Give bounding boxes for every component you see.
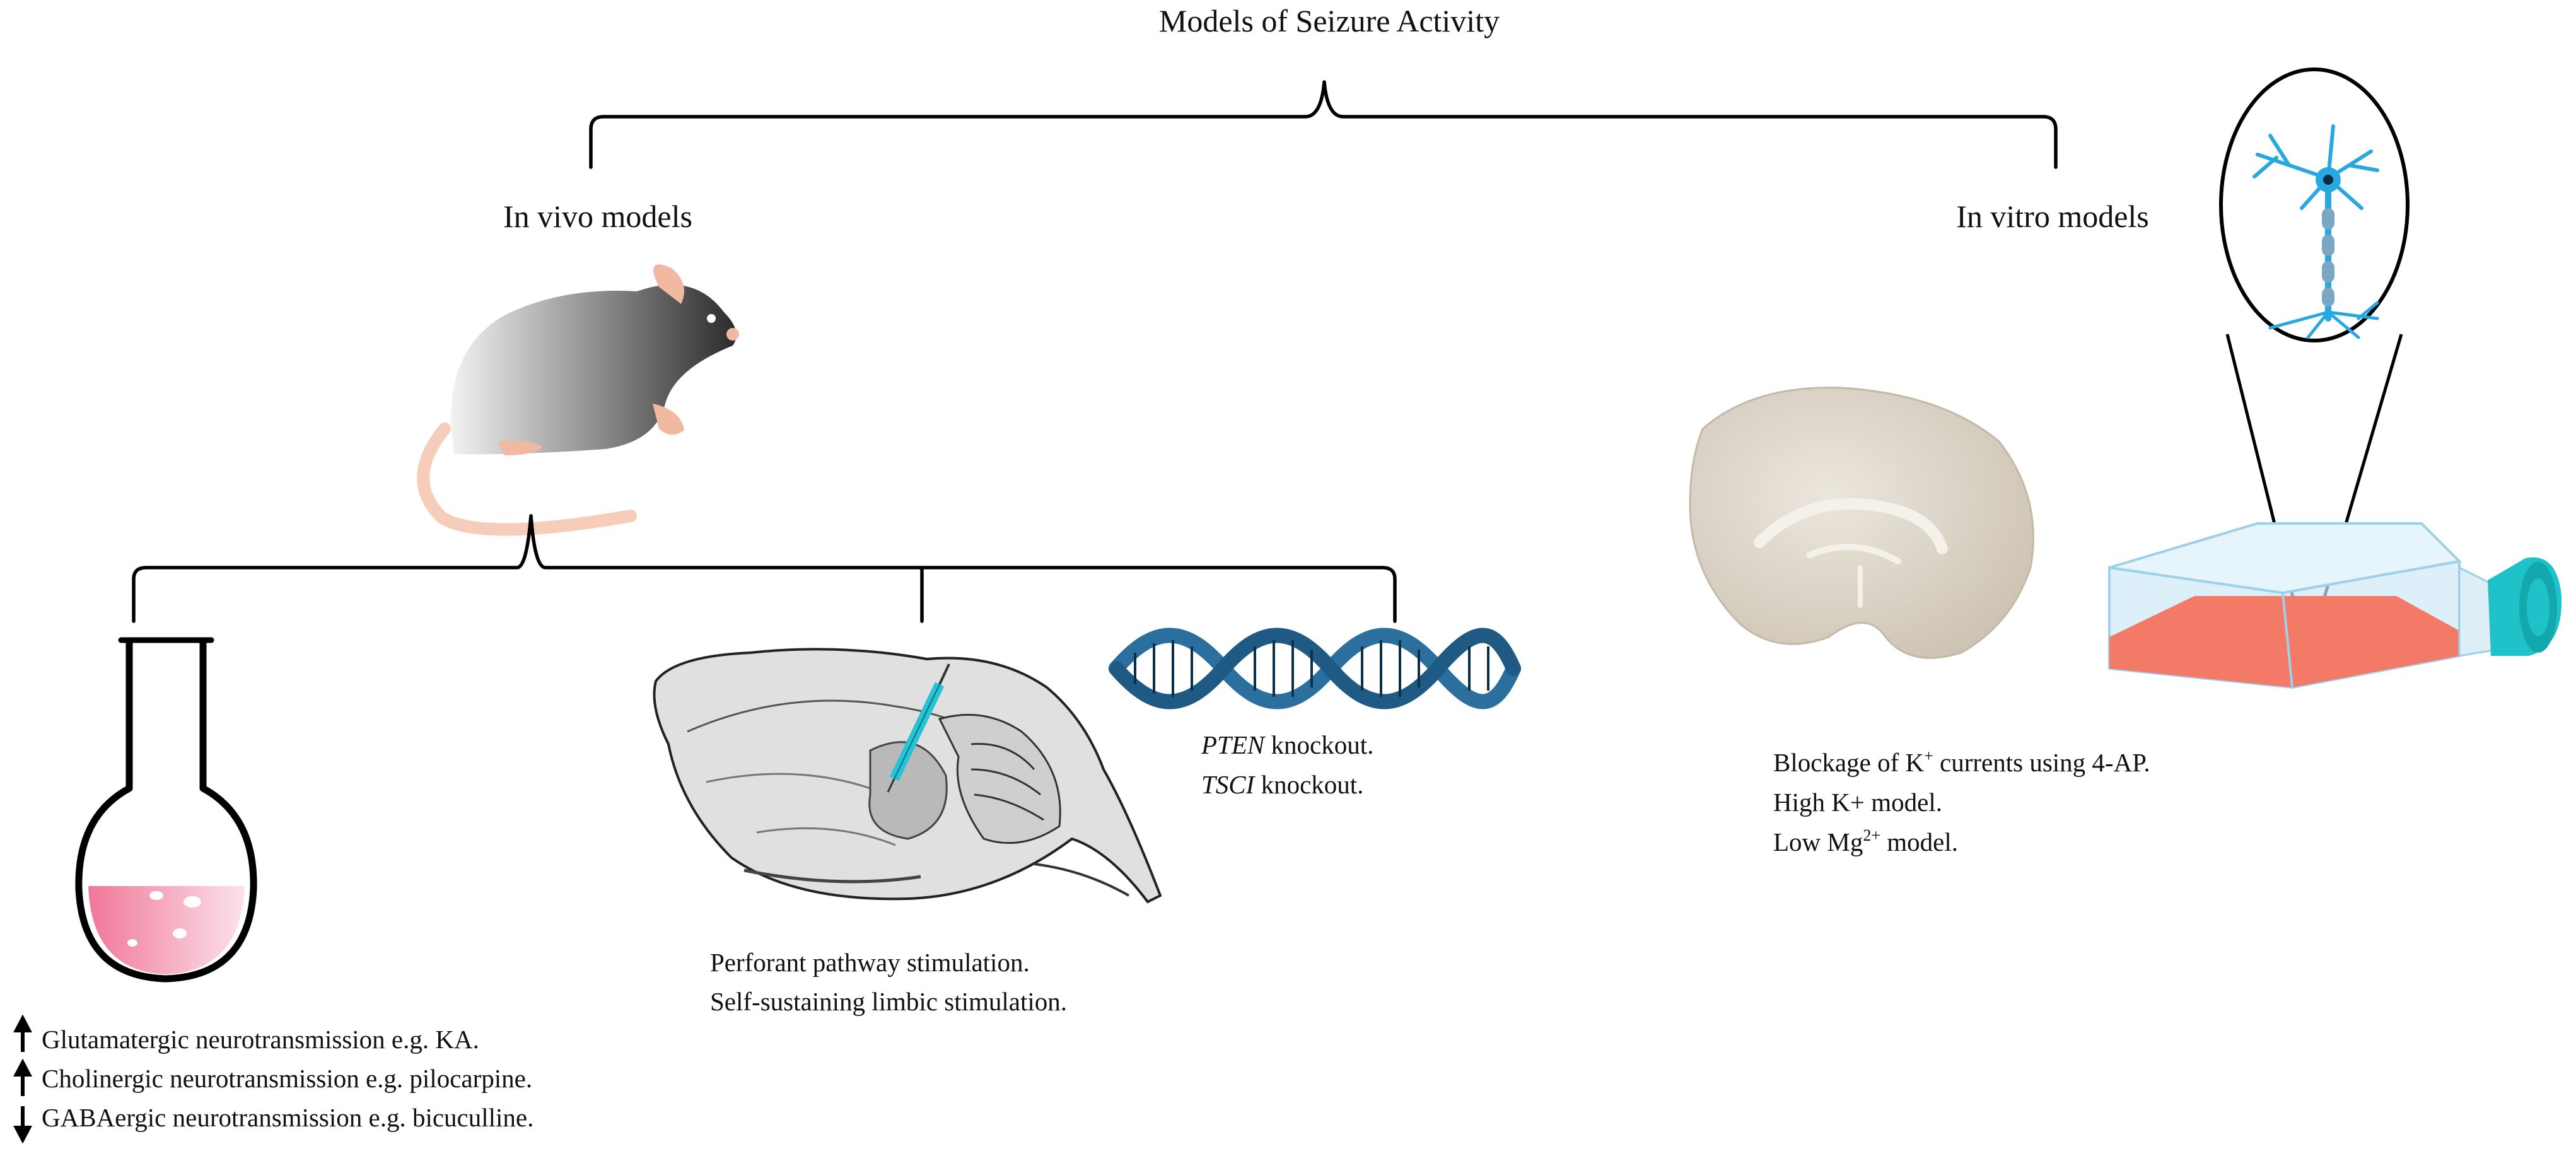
arrow-up-icon xyxy=(13,1014,32,1052)
arrow-up-icon xyxy=(13,1058,32,1096)
genetic-line-1: PTEN knockout. xyxy=(1201,730,1373,759)
culture-flask-illustration xyxy=(2108,522,2562,689)
brain-slice-illustration xyxy=(1689,387,2034,659)
arrow-down-icon xyxy=(13,1106,32,1144)
neuron-magnifier-illustration xyxy=(2219,67,2410,628)
genetic-line-2: TSCI knockout. xyxy=(1201,770,1363,799)
chemical-line-3: GABAergic neurotransmission e.g. bicucul… xyxy=(42,1103,533,1132)
mouse-illustration xyxy=(417,264,739,536)
chemical-model-list: Glutamatergic neurotransmission e.g. KA.… xyxy=(13,1014,533,1144)
in-vitro-label: In vitro models xyxy=(1956,199,2149,234)
in-vitro-line-1: Blockage of K+ currents using 4-AP. xyxy=(1773,747,2150,777)
chemical-line-2: Cholinergic neurotransmission e.g. piloc… xyxy=(42,1064,532,1093)
in-vitro-line-3: Low Mg2+ model. xyxy=(1773,826,1958,856)
electrical-line-2: Self-sustaining limbic stimulation. xyxy=(710,987,1067,1016)
chemical-flask-illustration xyxy=(75,637,257,983)
dna-helix-illustration xyxy=(1109,628,1521,709)
brain-electrode-illustration xyxy=(653,648,1162,904)
diagram-title: Models of Seizure Activity xyxy=(1159,3,1500,38)
flask-cap-icon xyxy=(2488,557,2562,656)
chemical-line-1: Glutamatergic neurotransmission e.g. KA. xyxy=(42,1025,479,1054)
in-vitro-line-2: High K+ model. xyxy=(1773,788,1942,817)
top-bracket xyxy=(589,80,2058,169)
in-vivo-label: In vivo models xyxy=(503,199,692,234)
in-vivo-bracket xyxy=(132,514,1397,623)
electrical-line-1: Perforant pathway stimulation. xyxy=(710,948,1030,977)
